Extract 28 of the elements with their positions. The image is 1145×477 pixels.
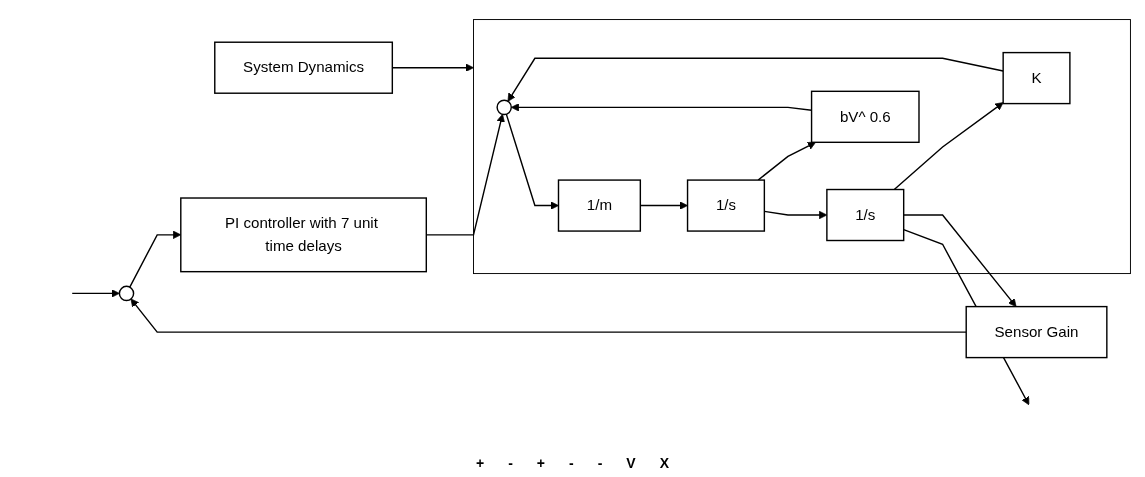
arrow: [639, 201, 688, 210]
node-box: System Dynamics: [213, 41, 393, 95]
signal-label: -: [597, 455, 603, 471]
node-box: PI controller with 7 unit time delays: [179, 197, 427, 273]
node-circle: [495, 99, 512, 116]
node-box: 1/s: [825, 188, 904, 242]
node-box: 1/m: [557, 179, 641, 232]
arrow: [425, 114, 505, 236]
node-box: 1/s: [686, 179, 765, 232]
arrow: [756, 142, 816, 181]
arrow: [71, 289, 120, 298]
signal-label: X: [659, 455, 670, 471]
arrow: [893, 102, 1004, 191]
node-box: K: [1001, 52, 1071, 105]
node-box: Sensor Gain: [965, 306, 1108, 359]
signal-label: -: [569, 455, 574, 471]
cluster: [472, 19, 1131, 275]
node-box: bV^ 0.6: [810, 90, 920, 144]
arrow: [505, 113, 559, 210]
arrow: [391, 63, 474, 72]
arrow: [128, 230, 181, 288]
signal-label: +: [536, 455, 545, 471]
arrow: [510, 103, 812, 112]
signal-label: +: [475, 455, 485, 471]
arrow: [763, 210, 827, 220]
node-circle: [118, 285, 134, 302]
signal-label: V: [626, 455, 636, 471]
signal-label: -: [508, 455, 513, 471]
